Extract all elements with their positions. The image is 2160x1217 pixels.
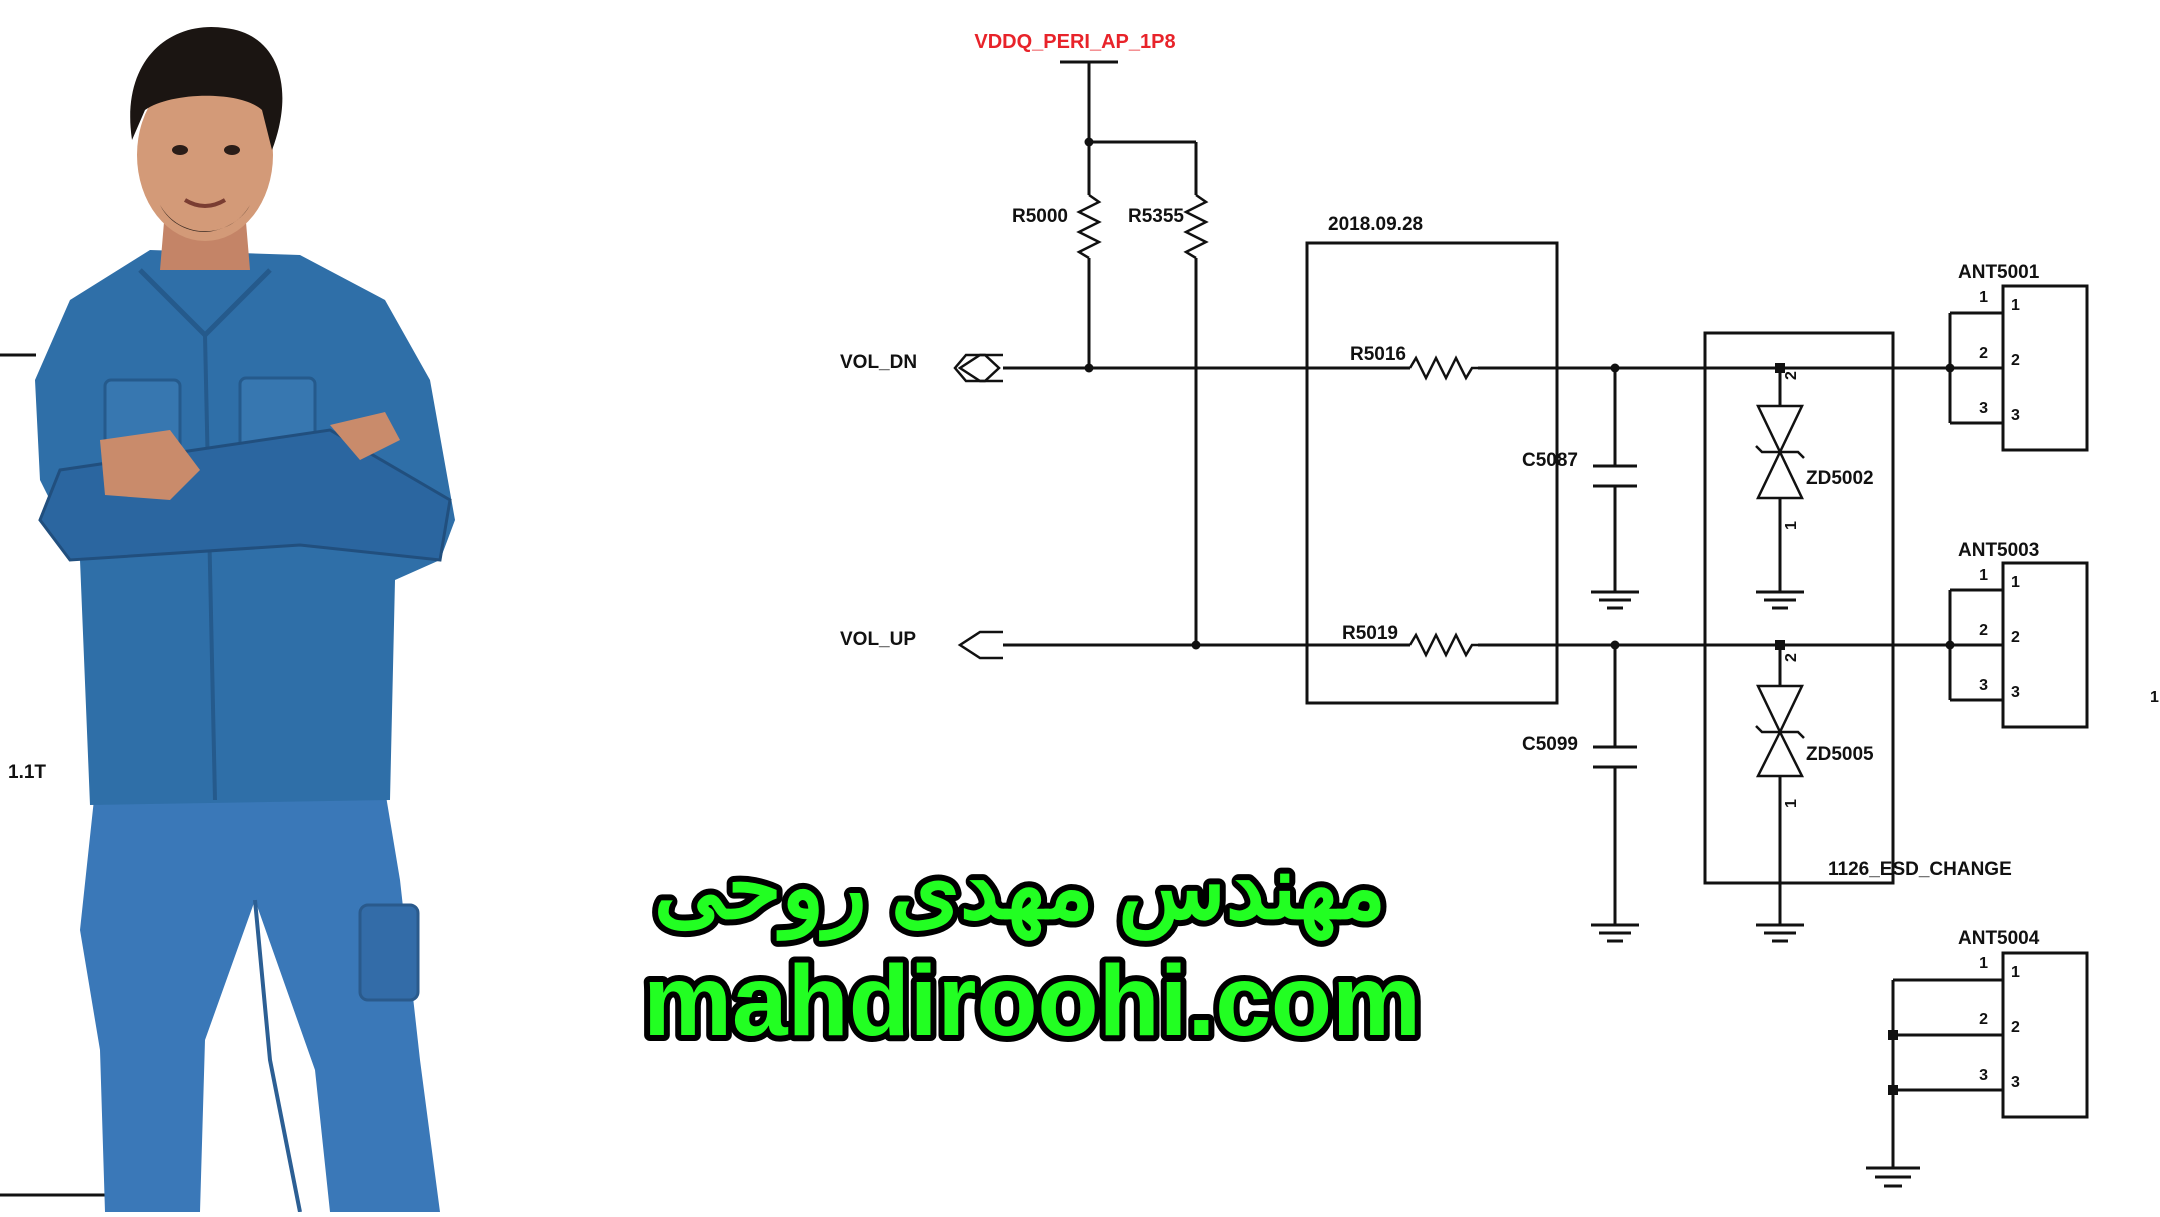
esd-box-outline (1703, 331, 1895, 885)
hair (130, 26, 283, 150)
ant5004-junction-2 (1888, 1030, 1898, 1040)
ant5004-pin2-out: 2 (1979, 1011, 1988, 1028)
r5016-label: R5016 (1350, 344, 1406, 365)
capacitor-c5099: C5099 (1522, 640, 1639, 943)
ant5001-pin3-out: 3 (1979, 400, 1988, 417)
vol-up-port-outline (957, 630, 1003, 660)
port-vol-up: VOL_UP (840, 629, 1003, 660)
left-label: 1.1T (8, 762, 46, 783)
ant5003-pin3-in: 3 (2011, 684, 2020, 701)
smile (183, 198, 227, 208)
r5019-label: R5019 (1342, 623, 1398, 644)
c5087-label: C5087 (1522, 450, 1578, 471)
ant5003-pin2-in: 2 (2011, 629, 2020, 646)
ant5003-pin1-out: 1 (1979, 567, 1988, 584)
zd5002-triangle-bottom (1756, 449, 1804, 500)
power-rail-label: VDDQ_PERI_AP_1P8 (974, 31, 1175, 53)
cargo-pocket (358, 903, 420, 1002)
ant5004-pin2-in: 2 (2011, 1019, 2020, 1036)
r5000-zigzag (1076, 193, 1102, 260)
signal-wires (1003, 366, 1950, 647)
zd5002-triangle-top (1756, 404, 1804, 455)
left-hand (100, 430, 200, 500)
jeans-seam (253, 899, 302, 1213)
branding: مهندس مهدی روحی mahdiroohi.com (637, 832, 1427, 1063)
ant5004-pin1-out: 1 (1979, 955, 1988, 972)
resistor-r5355: R5355 (1128, 142, 1209, 650)
ant5001-pin1-in: 1 (2011, 297, 2020, 314)
right-hand (330, 412, 400, 460)
r5019-zigzag (1408, 632, 1478, 658)
port-vol-dn: VOL_DN (840, 352, 1003, 383)
right-edge-label: 1 (2150, 689, 2159, 706)
antenna-ant5003: ANT5003 1 2 3 1 2 3 (1945, 540, 2089, 729)
antenna-ant5004: ANT5004 1 2 3 1 2 3 (1866, 928, 2089, 1188)
ant5001-pin3-in: 3 (2011, 407, 2020, 424)
ant5004-pin3-out: 3 (1979, 1067, 1988, 1084)
r5355-zigzag (1183, 193, 1209, 260)
resistor-r5019: R5019 (1342, 623, 1478, 658)
zd5002-pin-top: 2 (1783, 371, 1800, 380)
esd-note: 1126_ESD_CHANGE (1828, 859, 2012, 880)
zd5002-label: ZD5002 (1806, 468, 1874, 489)
zd5005-pin-top: 2 (1783, 653, 1800, 662)
esd-box: 1126_ESD_CHANGE (1703, 331, 2012, 885)
face (137, 69, 273, 241)
jeans (80, 790, 440, 1212)
ant5003-pin3-out: 3 (1979, 677, 1988, 694)
revision-box-outline (1305, 241, 1559, 705)
ant5003-pin1-in: 1 (2011, 574, 2020, 591)
ant5001-junction-dot (1945, 363, 1955, 373)
zd5002-pin-bottom: 1 (1783, 521, 1800, 530)
brand-website: mahdiroohi.com (643, 945, 1421, 1057)
zd5005-triangle-bottom (1755, 729, 1805, 778)
ant5003-pin2-out: 2 (1979, 622, 1988, 639)
person-photo (35, 26, 455, 1213)
zd5005-triangle-top (1756, 684, 1804, 735)
left-eye (172, 145, 188, 155)
resistor-r5000: R5000 (1012, 142, 1102, 373)
revision-box: 2018.09.28 (1305, 214, 1559, 705)
ant5004-pin3-in: 3 (2011, 1074, 2020, 1091)
ant5001-pin1-out: 1 (1979, 289, 1988, 306)
r5016-zigzag (1408, 355, 1478, 381)
ant5004-label: ANT5004 (1958, 928, 2040, 949)
shirt-placket (203, 334, 217, 801)
ant5004-junction-3 (1888, 1085, 1898, 1095)
vol-dn-label: VOL_DN (840, 352, 917, 373)
r5000-label: R5000 (1012, 206, 1068, 227)
right-eye (224, 145, 240, 155)
vol-up-label: VOL_UP (840, 629, 916, 650)
capacitor-c5087: C5087 (1522, 363, 1639, 610)
left-fragment: 1.1T (0, 353, 110, 1197)
zener-zd5002: ZD5002 2 1 (1755, 363, 1874, 610)
r5355-label: R5355 (1128, 206, 1184, 227)
zd5005-label: ZD5005 (1806, 744, 1874, 765)
zener-zd5005: ZD5005 2 1 (1755, 640, 1874, 943)
ant5001-pin2-in: 2 (2011, 352, 2020, 369)
date-stamp: 2018.09.28 (1328, 214, 1423, 235)
resistor-r5016: R5016 (1350, 344, 1478, 381)
power-rail-symbol: VDDQ_PERI_AP_1P8 (974, 31, 1196, 147)
antenna-ant5001: ANT5001 1 2 3 1 2 3 (1945, 262, 2089, 452)
vol-dn-port-outline (957, 353, 1003, 383)
zd5005-pin-bottom: 1 (1783, 799, 1800, 808)
ant5004-pin1-in: 1 (2011, 964, 2020, 981)
ant5001-label: ANT5001 (1958, 262, 2040, 283)
ant5003-junction-dot (1945, 640, 1955, 650)
brand-name-fa: مهندس مهدی روحی (654, 838, 1386, 941)
ant5001-pin2-out: 2 (1979, 345, 1988, 362)
ant5003-label: ANT5003 (1958, 540, 2039, 561)
c5099-label: C5099 (1522, 734, 1578, 755)
